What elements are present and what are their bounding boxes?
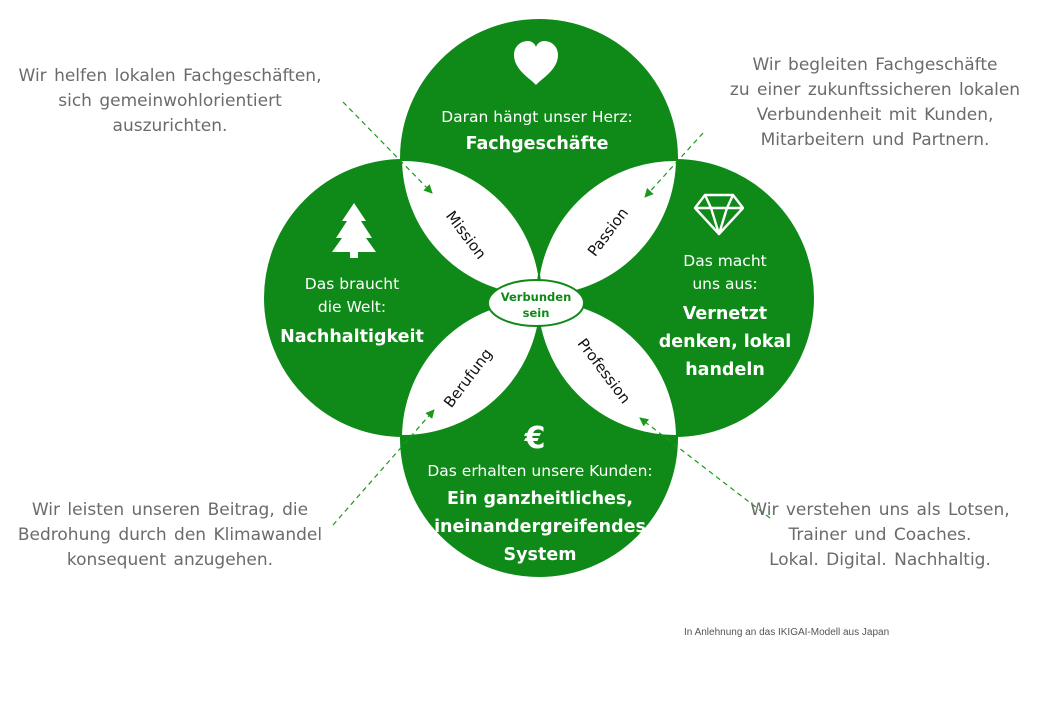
annotation-line: Lokal. Digital. Nachhaltig.: [769, 550, 991, 570]
annotation-line: konsequent anzugehen.: [66, 550, 274, 570]
annotation-top-left: Wir helfen lokalen Fachgeschäften, sich …: [10, 64, 330, 139]
arrow-bottom-right: [639, 417, 771, 519]
annotation-line: Verbundenheit mit Kunden,: [756, 105, 994, 125]
heart-icon: [514, 41, 558, 85]
bottom-circle-title-line-1: Ein ganzheitliches,: [447, 489, 633, 509]
right-circle-title-line-3: handeln: [685, 360, 765, 380]
right-circle-intro-line-1: Das macht: [683, 252, 766, 270]
right-circle-title-line-1: Vernetzt: [683, 304, 767, 324]
annotation-top-right: Wir begleiten Fachgeschäfte zu einer zuk…: [715, 53, 1035, 153]
annotation-line: Wir begleiten Fachgeschäfte: [752, 55, 998, 75]
diamond-icon: [693, 193, 745, 236]
annotation-line: sich gemeinwohlorientiert: [58, 91, 282, 111]
right-circle-intro-line-2: uns aus:: [692, 275, 757, 293]
annotation-line: auszurichten.: [112, 116, 228, 136]
bottom-circle-title-line-2: ineinandergreifendes: [434, 517, 646, 537]
annotation-bottom-left: Wir leisten unseren Beitrag, die Bedrohu…: [10, 498, 330, 573]
left-circle-intro-line-2: die Welt:: [318, 298, 386, 316]
petal-mission: [401, 160, 541, 296]
left-circle-title: Nachhaltigkeit: [280, 327, 424, 347]
source-note: In Anlehnung an das IKIGAI-Modell aus Ja…: [684, 627, 890, 638]
center-label-line-1: Verbunden: [501, 290, 572, 304]
tree-icon: [332, 203, 376, 258]
top-circle-title: Fachgeschäfte: [466, 134, 609, 154]
arrow-top-left: [342, 101, 433, 194]
annotation-line: Wir verstehen uns als Lotsen,: [750, 500, 1010, 520]
center-label-line-2: sein: [523, 306, 550, 320]
arrow-bottom-left: [332, 409, 435, 526]
left-circle-intro-line-1: Das braucht: [305, 275, 399, 293]
top-circle-intro: Daran hängt unser Herz:: [441, 108, 633, 126]
annotation-line: Wir leisten unseren Beitrag, die: [31, 500, 309, 520]
petal-passion: [537, 160, 677, 296]
bottom-circle-intro: Das erhalten unsere Kunden:: [427, 462, 652, 480]
annotation-line: Mitarbeitern und Partnern.: [760, 130, 990, 150]
annotation-line: Trainer und Coaches.: [788, 525, 972, 545]
annotation-line: zu einer zukunftssicheren lokalen: [729, 80, 1021, 100]
annotation-bottom-right: Wir verstehen uns als Lotsen, Trainer un…: [730, 498, 1030, 573]
petal-profession: [537, 300, 677, 436]
petal-berufung: [401, 300, 541, 436]
center-oval: [487, 279, 585, 327]
euro-icon: €: [524, 421, 546, 456]
right-circle-title-line-2: denken, lokal: [659, 332, 792, 352]
annotation-line: Bedrohung durch den Klimawandel: [17, 525, 323, 545]
bottom-circle-title-line-3: System: [504, 545, 577, 565]
annotation-line: Wir helfen lokalen Fachgeschäften,: [18, 66, 322, 86]
